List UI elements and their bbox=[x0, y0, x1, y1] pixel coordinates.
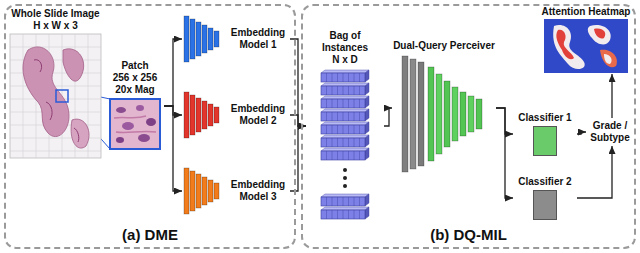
connector bbox=[290, 39, 306, 126]
node-text: 20x Mag bbox=[115, 84, 154, 96]
section-panel: (a) DMEWhole Slide ImageH x W x 3 Patch2… bbox=[4, 4, 296, 249]
connector bbox=[496, 108, 513, 198]
node-text: (a) DME bbox=[122, 226, 178, 244]
model-node: Embedding Model 3 bbox=[182, 166, 290, 216]
heatmap-node: Attention Heatmap bbox=[540, 6, 632, 74]
connector bbox=[290, 115, 306, 126]
node-text: Attention Heatmap bbox=[542, 6, 631, 18]
embedding-model-icon bbox=[182, 14, 222, 64]
patch-node: Patch256 x 25620x Mag bbox=[106, 60, 164, 152]
embedding-model-icon bbox=[182, 166, 222, 216]
node-text: Classifier 2 bbox=[518, 176, 571, 188]
node-text: N x D bbox=[332, 54, 358, 66]
classifier-box bbox=[533, 190, 557, 220]
node-text: Bag of Instances bbox=[306, 30, 384, 54]
node-text: Embedding Model 3 bbox=[226, 179, 290, 203]
connector bbox=[577, 132, 586, 134]
text-group: Embedding Model 1 bbox=[226, 27, 290, 51]
text-group: Embedding Model 2 bbox=[226, 103, 290, 127]
node-text: Grade / Subtype bbox=[588, 120, 632, 144]
node-text: Classifier 1 bbox=[518, 112, 571, 124]
model-node: Embedding Model 1 bbox=[182, 14, 290, 64]
connector bbox=[164, 106, 182, 191]
patch-image bbox=[106, 96, 164, 152]
node-text: Patch bbox=[121, 60, 148, 72]
output-node: Grade / Subtype bbox=[586, 118, 634, 146]
text-group: Embedding Model 3 bbox=[226, 179, 290, 203]
connector bbox=[577, 146, 612, 198]
classifier-box bbox=[533, 126, 557, 156]
node-text: H x W x 3 bbox=[33, 20, 77, 32]
slide-image bbox=[8, 32, 103, 160]
perceiver-icon bbox=[392, 52, 496, 176]
slide-node: Whole Slide ImageH x W x 3 bbox=[8, 8, 103, 160]
node-text: Embedding Model 1 bbox=[226, 27, 290, 51]
node-text: 256 x 256 bbox=[113, 72, 158, 84]
heatmap-image bbox=[540, 18, 632, 74]
connector bbox=[611, 74, 612, 118]
bag-node: Bag of InstancesN x D bbox=[306, 30, 384, 222]
classifier-node: Classifier 2 bbox=[513, 176, 577, 220]
connector bbox=[164, 39, 182, 106]
node-text: Embedding Model 2 bbox=[226, 103, 290, 127]
section-panel: (b) DQ-MIL Bag of InstancesN x D Dual-Que… bbox=[301, 4, 636, 249]
connector bbox=[290, 126, 306, 191]
node-text: Whole Slide Image bbox=[11, 8, 99, 20]
instance-bag bbox=[306, 66, 384, 222]
node-text: (b) DQ-MIL bbox=[430, 226, 507, 244]
perceiver-node: Dual-Query Perceiver bbox=[392, 40, 496, 176]
embedding-model-icon bbox=[182, 90, 222, 140]
classifier-node: Classifier 1 bbox=[513, 112, 577, 156]
node-text: Dual-Query Perceiver bbox=[393, 40, 495, 52]
model-node: Embedding Model 2 bbox=[182, 90, 290, 140]
connector bbox=[384, 108, 392, 126]
